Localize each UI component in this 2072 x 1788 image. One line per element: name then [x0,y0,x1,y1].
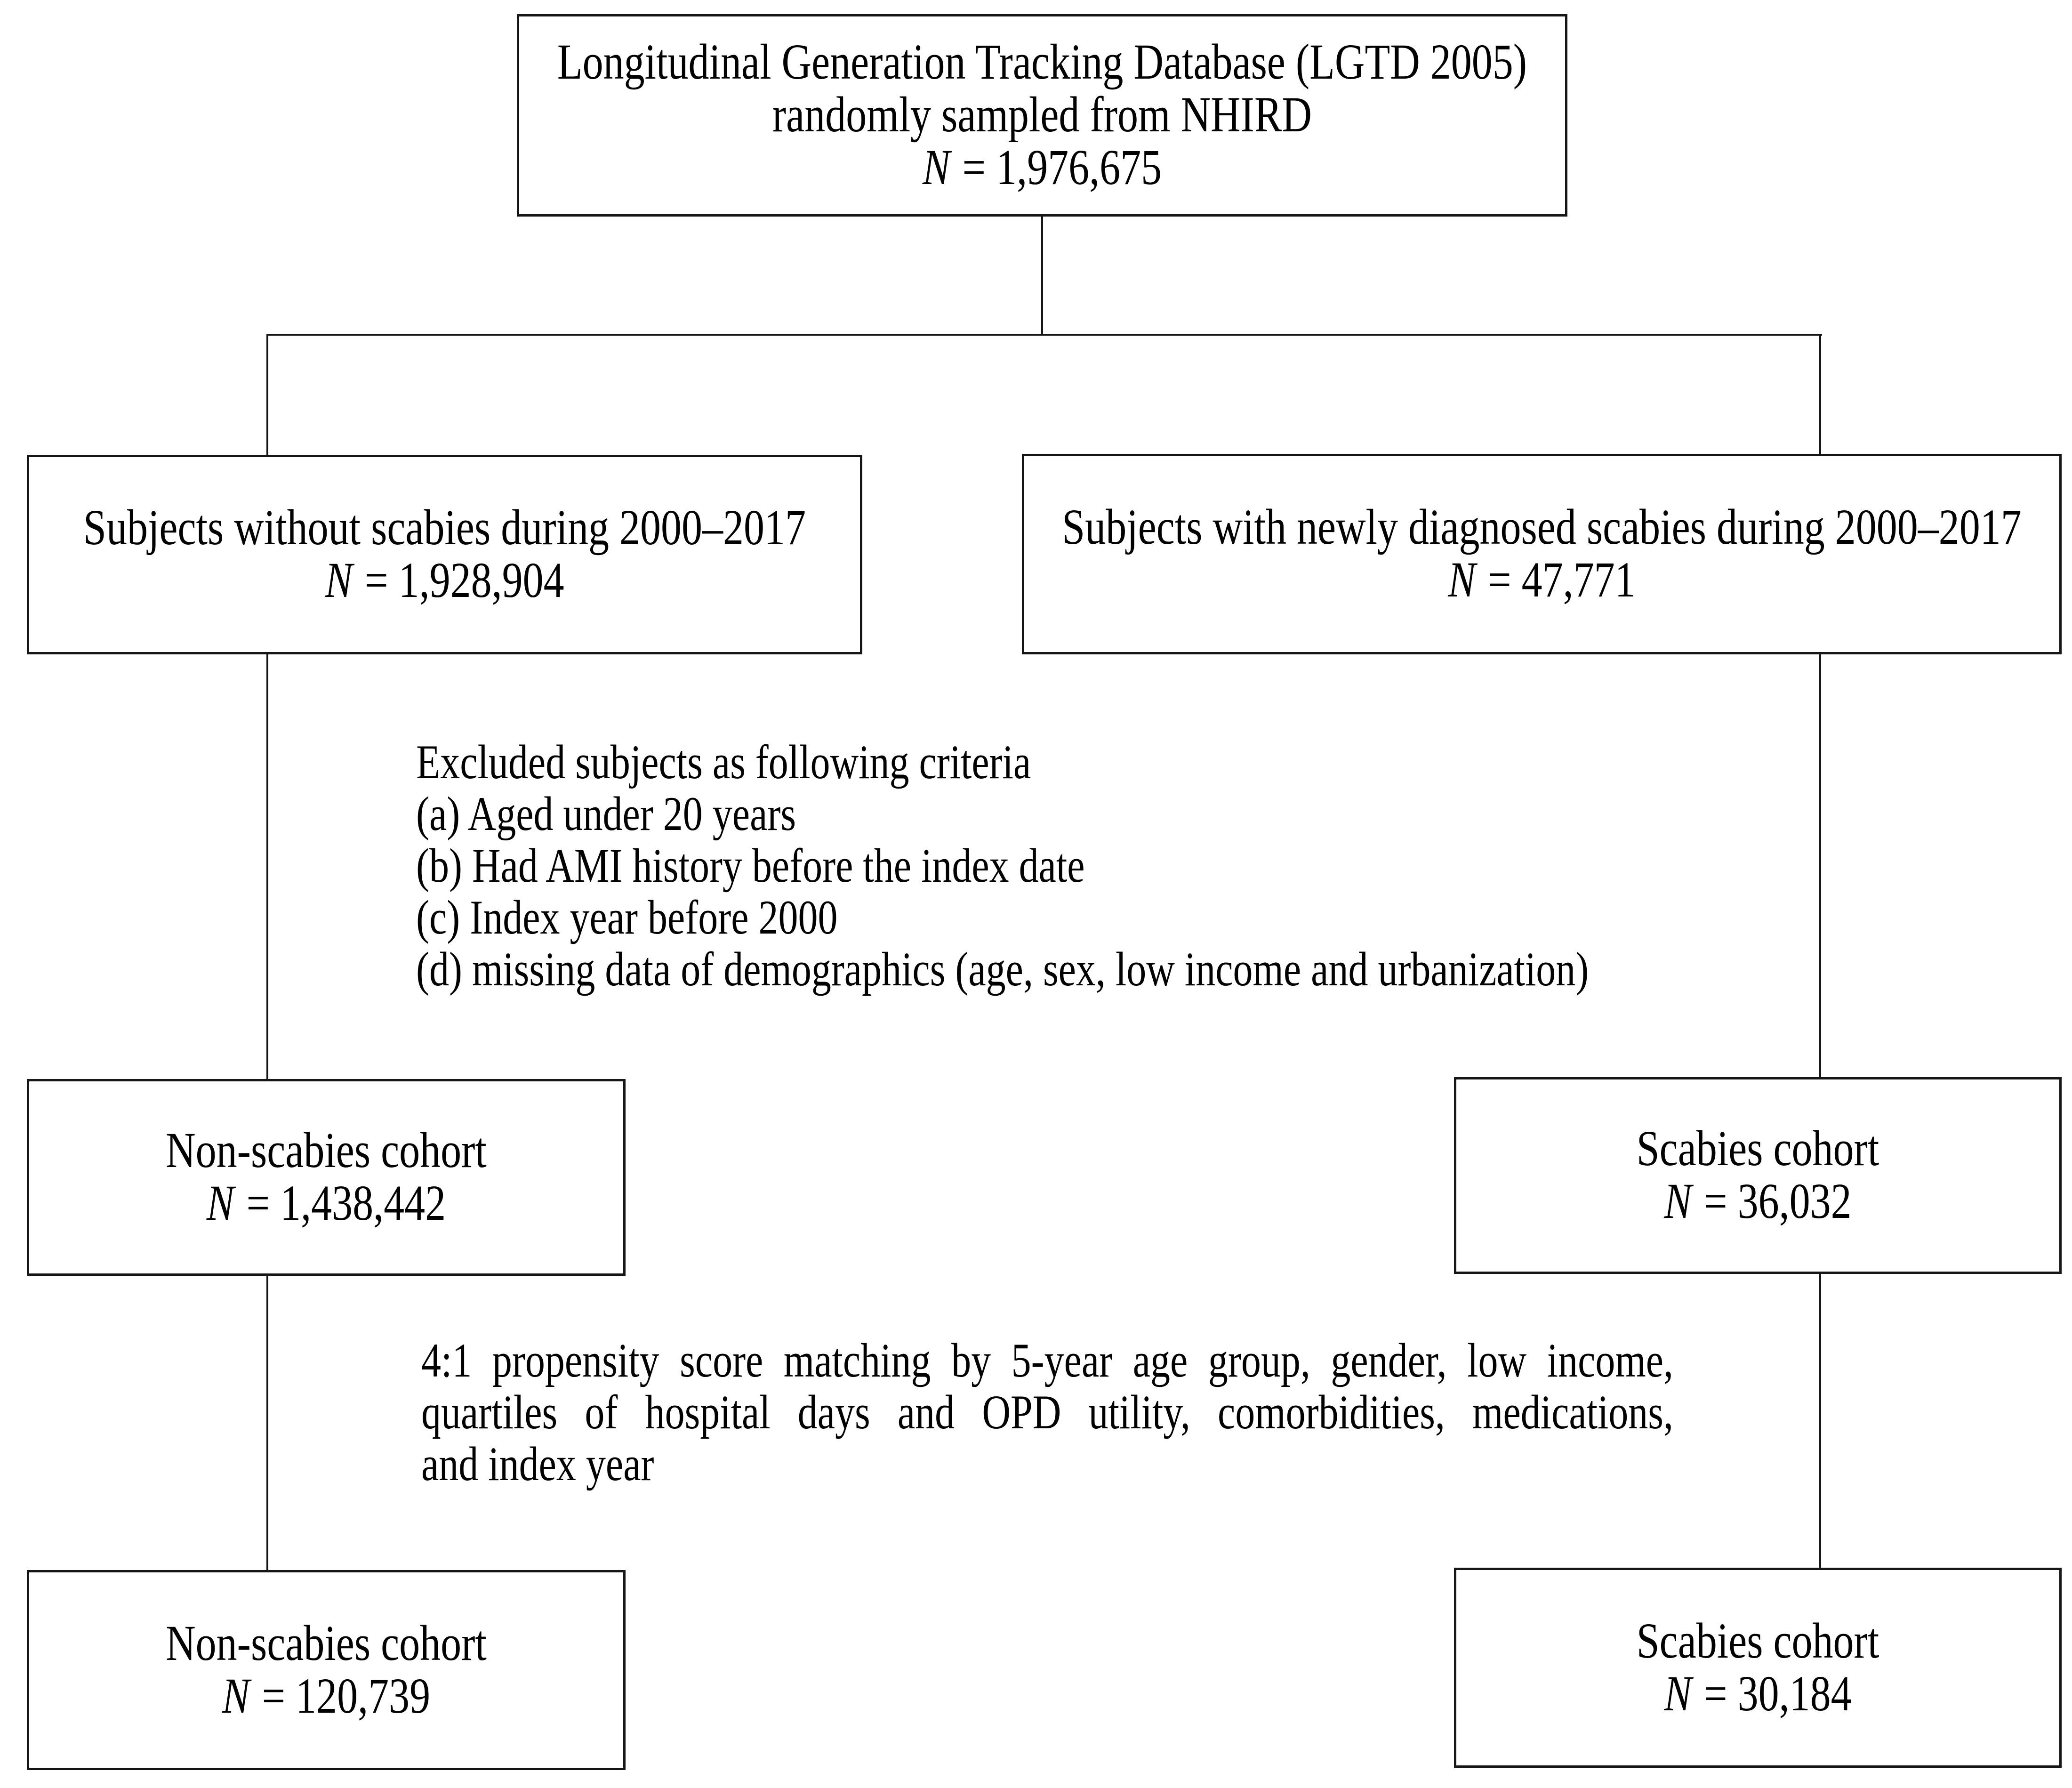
box-scabies-cohort-matched: Scabies cohort N= 30,184 [1454,1568,2062,1768]
box-n-line: N= 1,976,675 [923,136,1162,201]
note-line: (b) Had AMI history before the index dat… [416,839,1085,893]
box-title-line-2: randomly sampled from NHIRD [772,87,1312,143]
n-number: = 120,739 [262,1668,431,1724]
n-symbol: N [206,1176,234,1232]
connector-left-drop-1 [266,334,268,455]
n-number: = 30,184 [1704,1666,1852,1722]
n-number: = 36,032 [1704,1174,1852,1230]
n-symbol: N [1448,552,1476,608]
note-line: (d) missing data of demographics (age, s… [416,942,1589,997]
box-title: Scabies cohort [1636,1613,1879,1669]
n-symbol: N [325,553,353,609]
note-line: and index year [421,1437,654,1491]
box-title: Subjects with newly diagnosed scabies du… [1062,499,2022,556]
box-non-scabies-cohort-matched: Non-scabies cohort N= 120,739 [27,1570,626,1770]
box-n-line: N= 30,184 [1664,1662,1851,1726]
connector-top-vertical [1041,217,1043,336]
n-symbol: N [1664,1174,1692,1230]
connector-left-drop-2 [266,654,268,1079]
note-line: Excluded subjects as following criteria [416,735,1031,789]
box-title: Scabies cohort [1636,1121,1879,1177]
note-line: (c) Index year before 2000 [416,891,838,945]
connector-right-drop-3 [1819,1274,1821,1568]
n-number: = 1,928,904 [365,553,564,609]
note-line: quartiles of hospital days and OPD utili… [421,1385,1673,1440]
n-symbol: N [922,140,950,196]
n-number: = 1,438,442 [246,1176,446,1232]
connector-split-horizontal [266,334,1822,336]
connector-right-drop-2 [1819,654,1821,1077]
box-n-line: N= 47,771 [1448,548,1635,613]
propensity-matching-note: 4:1 propensity score matching by 5-year … [421,1334,1673,1491]
n-number: = 1,976,675 [962,140,1162,196]
box-scabies-cohort: Scabies cohort N= 36,032 [1454,1077,2062,1274]
box-title: Non-scabies cohort [166,1123,487,1179]
box-n-line: N= 120,739 [222,1664,430,1729]
box-subjects-without-scabies: Subjects without scabies during 2000–201… [27,455,862,654]
note-line: 4:1 propensity score matching by 5-year … [421,1334,1673,1388]
box-n-line: N= 1,928,904 [325,549,564,613]
box-n-line: N= 1,438,442 [207,1172,446,1236]
connector-right-drop-1 [1819,334,1821,454]
box-subjects-with-scabies: Subjects with newly diagnosed scabies du… [1022,454,2062,654]
box-title: Subjects without scabies during 2000–201… [83,500,806,556]
box-title-line-1: Longitudinal Generation Tracking Databas… [557,34,1527,90]
box-non-scabies-cohort: Non-scabies cohort N= 1,438,442 [27,1079,626,1276]
n-symbol: N [222,1668,250,1724]
box-title: Non-scabies cohort [166,1615,487,1672]
exclusion-criteria-note: Excluded subjects as following criteria … [416,736,1589,996]
n-symbol: N [1664,1666,1692,1722]
box-database-source: Longitudinal Generation Tracking Databas… [517,14,1567,217]
note-line: (a) Aged under 20 years [416,787,796,841]
box-n-line: N= 36,032 [1664,1170,1851,1234]
connector-left-drop-3 [266,1276,268,1570]
n-number: = 47,771 [1488,552,1636,608]
